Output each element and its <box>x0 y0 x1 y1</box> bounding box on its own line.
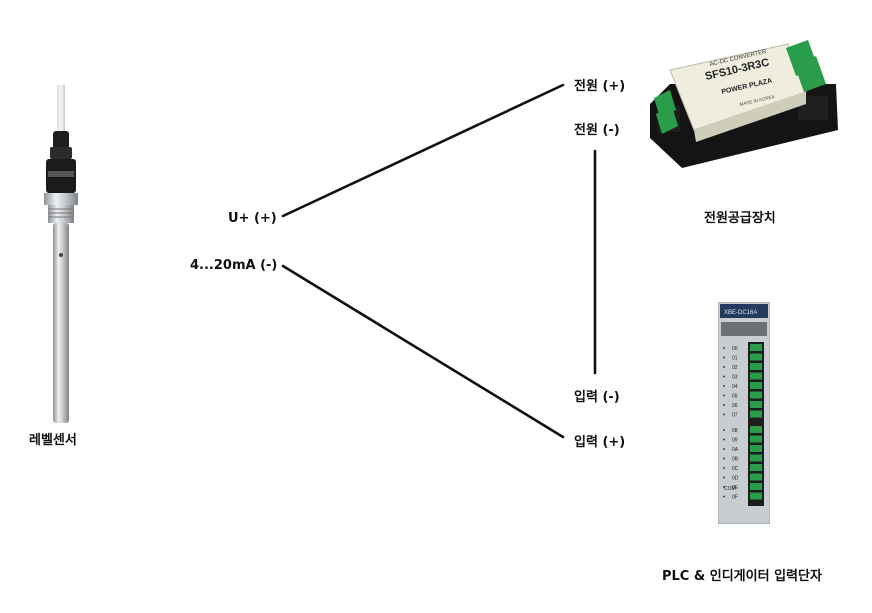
plc-channel-label: 08 <box>732 428 738 434</box>
sensor-terminal-plus-label: U+ (+) <box>228 211 277 226</box>
plc-channel-label: 04 <box>732 384 738 390</box>
plc-channel-label: 01 <box>732 356 738 362</box>
plc-channel-label: 00 <box>732 346 738 352</box>
input-terminal-minus-label: 입력 (-) <box>574 390 620 405</box>
plc-terminal-block <box>750 435 762 443</box>
plc-channel-led <box>723 438 725 441</box>
plc-channel-label: 09 <box>732 438 738 444</box>
plc-channel-label: 03 <box>732 375 738 381</box>
plc-terminal-block <box>750 492 762 500</box>
plc-channel-label: 0C <box>732 466 739 472</box>
plc-terminal-block <box>750 372 762 380</box>
plc-channel-led <box>723 394 725 397</box>
plc-channel-label: 0B <box>732 457 739 463</box>
plc-caption: PLC & 인디게이터 입력단자 <box>662 569 822 584</box>
plc-channel-led <box>723 385 725 387</box>
plc-channel-led <box>723 375 725 378</box>
plc-channel-label: 0D <box>732 476 739 482</box>
plc-channel-label: 0A <box>732 447 739 453</box>
wire-sensor-minus-to-input-plus <box>281 264 565 439</box>
plc-channel-label: 05 <box>732 394 738 400</box>
plc-channel-led <box>723 356 725 359</box>
plc-channel-led <box>723 476 725 479</box>
sensor-terminal-minus-label: 4...20mA (-) <box>190 258 278 273</box>
plc-terminal-block <box>750 344 762 351</box>
level-sensor-image <box>44 85 78 423</box>
plc-terminal-block <box>750 445 762 452</box>
plc-terminal-block <box>750 363 762 370</box>
wire-sensor-plus-to-power-plus <box>281 83 565 218</box>
plc-channel-label: 0F <box>732 495 738 501</box>
plc-terminal-block <box>750 391 762 399</box>
plc-channel-label: 07 <box>732 413 738 419</box>
plc-terminal-block <box>750 483 762 490</box>
level-sensor-caption: 레벨센서 <box>29 433 77 448</box>
plc-terminal-block <box>750 454 762 462</box>
input-terminal-plus-label: 입력 (+) <box>574 435 626 450</box>
power-terminal-minus-label: 전원 (-) <box>574 123 620 138</box>
plc-module-image: XBE-DC16A 00 01 02 03 04 05 06 07 08 09 0A 0B 0C 0D 0E… <box>718 302 770 524</box>
plc-terminal-block <box>750 353 762 361</box>
plc-channel-led <box>723 413 725 416</box>
plc-channel-led <box>723 404 725 406</box>
plc-channel-led <box>723 429 725 431</box>
plc-channel-led <box>723 495 725 498</box>
power-supply-image: AC-DC CONVERTER SFS10-3R3C POWER PLAZA M… <box>650 40 838 168</box>
plc-channel-led <box>723 448 725 450</box>
plc-channel-led <box>723 467 725 469</box>
plc-channel-led <box>723 347 725 349</box>
plc-channel-label: 06 <box>732 403 738 409</box>
plc-terminal-block <box>750 401 762 408</box>
plc-terminal-block <box>750 410 762 418</box>
plc-channel-label: 0E <box>732 485 739 491</box>
plc-terminal-block <box>750 382 762 389</box>
power-terminal-plus-label: 전원 (+) <box>574 79 626 94</box>
plc-terminal-block <box>750 464 762 471</box>
plc-channel-led <box>723 486 725 488</box>
plc-channel-led <box>723 366 725 368</box>
power-supply-caption: 전원공급장치 <box>704 211 776 226</box>
plc-module-header: XBE-DC16A <box>724 310 757 316</box>
plc-common-label: COM <box>724 486 736 492</box>
plc-terminal-block <box>750 426 762 433</box>
plc-channel-label: 02 <box>732 365 738 371</box>
plc-terminal-block <box>750 473 762 481</box>
plc-channel-led <box>723 457 725 460</box>
